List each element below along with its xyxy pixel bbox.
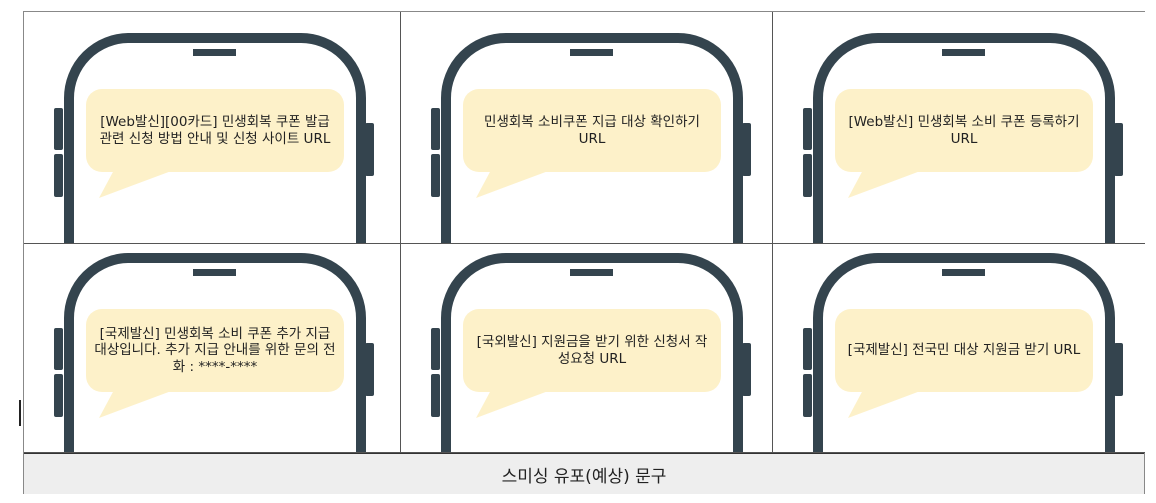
- message-bubble: 민생회복 소비쿠폰 지급 대상 확인하기 URL: [463, 89, 721, 172]
- phone-icon: [803, 33, 1123, 243]
- message-bubble: [국제발신] 전국민 대상 지원금 받기 URL: [835, 309, 1093, 392]
- phone-icon: [54, 253, 374, 452]
- phone-icon: [431, 33, 751, 243]
- smishing-table: [Web발신][00카드] 민생회복 쿠폰 발급 관련 신청 방법 안내 및 신…: [23, 11, 1145, 494]
- phone-icon: [431, 253, 751, 452]
- message-cell: [국외발신] 지원금을 받기 위한 신청서 작성요청 URL: [401, 244, 773, 453]
- table-caption: 스미싱 유포(예상) 문구: [24, 453, 1144, 494]
- message-cell: [Web발신] 민생회복 소비 쿠폰 등록하기 URL: [773, 12, 1145, 244]
- message-bubble: [국제발신] 민생회복 소비 쿠폰 추가 지급 대상입니다. 추가 지급 안내를…: [86, 309, 344, 392]
- message-bubble: [Web발신] 민생회복 소비 쿠폰 등록하기 URL: [835, 89, 1093, 172]
- message-cell: [국제발신] 민생회복 소비 쿠폰 추가 지급 대상입니다. 추가 지급 안내를…: [24, 244, 401, 453]
- text-cursor: [19, 400, 21, 426]
- phone-icon: [54, 33, 374, 243]
- message-bubble: [Web발신][00카드] 민생회복 쿠폰 발급 관련 신청 방법 안내 및 신…: [86, 89, 344, 172]
- message-bubble: [국외발신] 지원금을 받기 위한 신청서 작성요청 URL: [463, 309, 721, 392]
- phone-icon: [803, 253, 1123, 452]
- message-cell: [국제발신] 전국민 대상 지원금 받기 URL: [773, 244, 1145, 453]
- message-cell: [Web발신][00카드] 민생회복 쿠폰 발급 관련 신청 방법 안내 및 신…: [24, 12, 401, 244]
- message-cell: 민생회복 소비쿠폰 지급 대상 확인하기 URL: [401, 12, 773, 244]
